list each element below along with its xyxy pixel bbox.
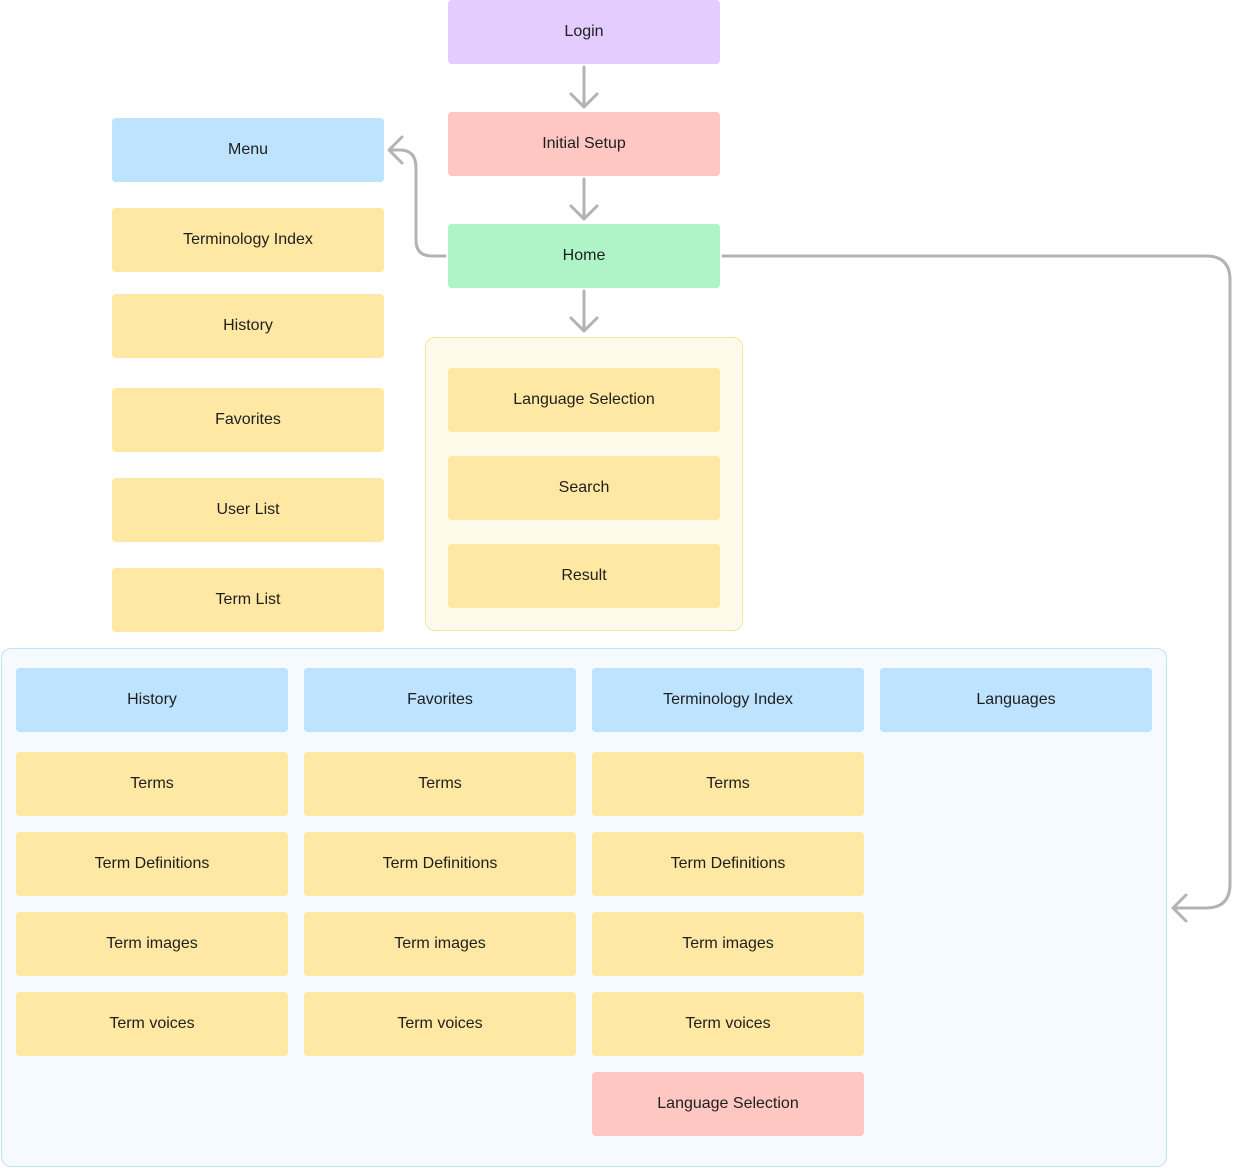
arrowhead-login-to-setup [569,92,599,109]
terminology-index-header: Terminology Index [592,668,864,732]
favorites-term-definitions: Term Definitions [304,832,576,896]
terminology-index-term-images: Term images [592,912,864,976]
terminology-index-term-definitions: Term Definitions [592,832,864,896]
arrowhead-home-to-group [569,316,599,333]
arrowhead-setup-to-home [569,204,599,221]
arrowhead-home-to-sections [1171,893,1188,923]
favorites-terms: Terms [304,752,576,816]
login-node: Login [448,0,720,64]
home-node: Home [448,224,720,288]
history-term-voices: Term voices [16,992,288,1056]
initial-setup-node: Initial Setup [448,112,720,176]
arrow-home-to-menu [388,148,447,258]
favorites-term-images: Term images [304,912,576,976]
terminology-index-language-selection: Language Selection [592,1072,864,1136]
menu-item-history: History [112,294,384,358]
history-term-images: Term images [16,912,288,976]
menu-item-terminology-index: Terminology Index [112,208,384,272]
search-node: Search [448,456,720,520]
menu-item-user-list: User List [112,478,384,542]
languages-header: Languages [880,668,1152,732]
history-term-definitions: Term Definitions [16,832,288,896]
history-header: History [16,668,288,732]
favorites-term-voices: Term voices [304,992,576,1056]
terminology-index-term-voices: Term voices [592,992,864,1056]
language-selection-node: Language Selection [448,368,720,432]
history-terms: Terms [16,752,288,816]
menu-node: Menu [112,118,384,182]
menu-item-favorites: Favorites [112,388,384,452]
favorites-header: Favorites [304,668,576,732]
arrowhead-home-to-menu [387,135,404,165]
menu-item-term-list: Term List [112,568,384,632]
terminology-index-terms: Terms [592,752,864,816]
result-node: Result [448,544,720,608]
